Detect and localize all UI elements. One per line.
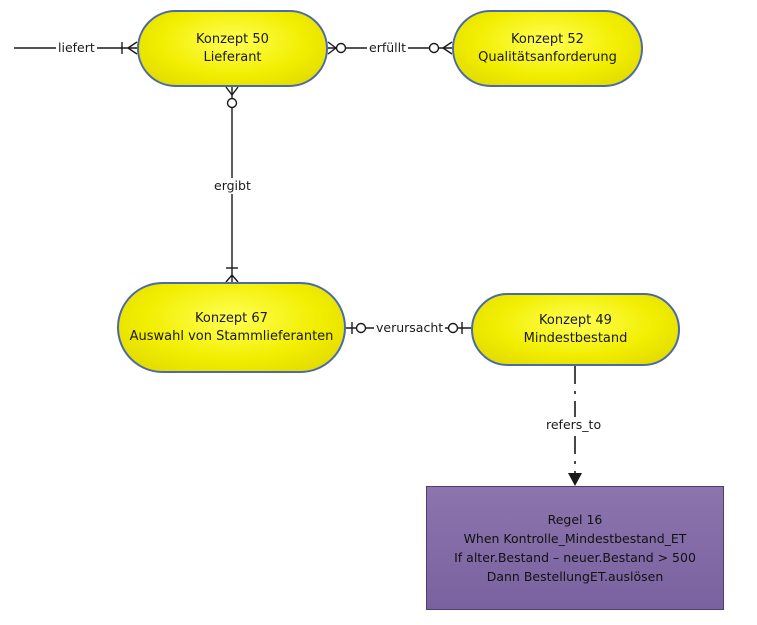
concept-67-node[interactable]: Konzept 67 Auswahl von Stammlieferanten — [117, 282, 346, 373]
rule-16-title: Regel 16 — [547, 512, 603, 527]
edge-label-erfuellt: erfüllt — [367, 40, 408, 56]
edge-label-ergibt: ergibt — [212, 178, 253, 194]
concept-52-title: Konzept 52 — [511, 31, 584, 47]
concept-50-title: Konzept 50 — [196, 31, 269, 47]
rule-16-if: If alter.Bestand – neuer.Bestand > 500 — [454, 550, 696, 565]
rule-16-node[interactable]: Regel 16 When Kontrolle_Mindestbestand_E… — [426, 486, 724, 610]
erfuellt-crowfoot-right — [442, 41, 453, 55]
rule-16-when: When Kontrolle_Mindestbestand_ET — [463, 531, 687, 546]
concept-50-name: Lieferant — [203, 49, 262, 65]
ergibt-zero — [226, 97, 238, 109]
concept-49-name: Mindestbestand — [523, 330, 628, 346]
refers-to-arrowhead — [568, 473, 582, 486]
erfuellt-zero-right — [428, 42, 440, 54]
edge-label-verursacht: verursacht — [374, 320, 446, 336]
concept-49-node[interactable]: Konzept 49 Mindestbestand — [471, 293, 680, 366]
ergibt-crowfoot-bottom — [225, 274, 239, 283]
concept-67-name: Auswahl von Stammlieferanten — [129, 328, 334, 344]
concept-50-node[interactable]: Konzept 50 Lieferant — [137, 10, 328, 87]
erfuellt-zero-left — [335, 42, 347, 54]
ergibt-crowfoot-top — [225, 86, 239, 96]
rule-16-then: Dann BestellungET.auslösen — [486, 569, 664, 584]
verursacht-zero-right — [447, 322, 459, 334]
concept-49-title: Konzept 49 — [539, 312, 612, 328]
liefert-crowfoot — [127, 41, 138, 55]
concept-52-name: Qualitätsanforderung — [478, 49, 617, 65]
edge-label-liefert: liefert — [56, 40, 97, 56]
concept-52-node[interactable]: Konzept 52 Qualitätsanforderung — [452, 10, 643, 87]
concept-67-title: Konzept 67 — [195, 310, 268, 326]
erfuellt-crowfoot-left — [327, 41, 337, 55]
verursacht-zero-left — [355, 322, 367, 334]
edge-label-refers-to: refers_to — [544, 417, 604, 433]
